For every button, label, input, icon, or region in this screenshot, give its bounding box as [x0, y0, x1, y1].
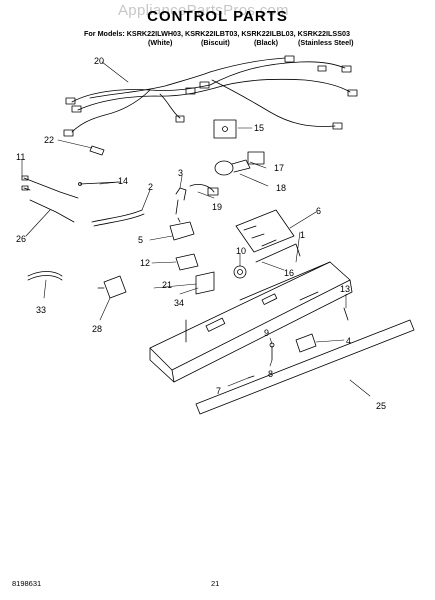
callout-19: 19 — [212, 202, 222, 212]
variant-white: (White) — [148, 38, 173, 47]
part-clip — [295, 333, 317, 353]
callout-21: 21 — [162, 280, 172, 290]
part-thermostat-control — [235, 209, 295, 253]
part-insulator — [213, 119, 237, 139]
callout-20: 20 — [94, 56, 104, 66]
callout-34: 34 — [174, 298, 184, 308]
callout-13: 13 — [340, 284, 350, 294]
part-sensor-probes — [21, 175, 121, 223]
watermark: AppliancePartsPros.com — [118, 2, 289, 19]
callout-15: 15 — [254, 123, 264, 133]
part-switch — [169, 217, 195, 241]
part-wire-clip — [89, 145, 105, 156]
callout-26: 26 — [16, 234, 26, 244]
leader-lines — [21, 61, 371, 397]
part-tube — [91, 209, 145, 227]
part-capacitor — [97, 275, 127, 299]
variant-stainless-steel: (Stainless Steel) — [298, 38, 354, 47]
variant-black: (Black) — [254, 38, 278, 47]
callout-17: 17 — [274, 163, 284, 173]
callout-10: 10 — [236, 246, 246, 256]
part-wire-harness — [63, 55, 358, 137]
callout-16: 16 — [284, 268, 294, 278]
variant-biscuit: (Biscuit) — [201, 38, 230, 47]
callout-8: 8 — [268, 369, 273, 379]
models-line: For Models: KSRK22ILWH03, KSRK22ILBT03, … — [84, 29, 351, 38]
part-drain-tube — [27, 271, 63, 281]
callout-14: 14 — [118, 176, 128, 186]
part-control-housing — [149, 243, 353, 383]
callout-12: 12 — [140, 258, 150, 268]
part-light-bulb — [214, 151, 265, 176]
callout-6: 6 — [316, 206, 321, 216]
callout-3: 3 — [178, 168, 183, 178]
callout-28: 28 — [92, 324, 102, 334]
callout-11: 11 — [16, 152, 25, 162]
part-trim-strip — [195, 319, 415, 415]
part-label — [195, 271, 215, 295]
callout-5: 5 — [138, 235, 143, 245]
callout-9: 9 — [264, 328, 269, 338]
page-title: CONTROL PARTS — [147, 8, 288, 25]
callout-25: 25 — [376, 401, 386, 411]
callout-numbers: 20 15 22 11 14 2 3 17 19 18 6 26 1 5 10 … — [16, 56, 386, 411]
part-relay — [175, 253, 199, 271]
page-number: 21 — [211, 579, 220, 588]
callout-33: 33 — [36, 305, 46, 315]
callout-2: 2 — [148, 182, 153, 192]
part-number-footer: 8198631 — [12, 579, 42, 588]
part-knob — [233, 265, 247, 279]
callout-1: 1 — [300, 230, 305, 240]
callout-4: 4 — [346, 336, 351, 346]
callout-22: 22 — [44, 135, 54, 145]
callout-7: 7 — [216, 386, 221, 396]
part-light-socket — [175, 184, 219, 215]
part-screws — [247, 307, 349, 379]
callout-18: 18 — [276, 183, 286, 193]
